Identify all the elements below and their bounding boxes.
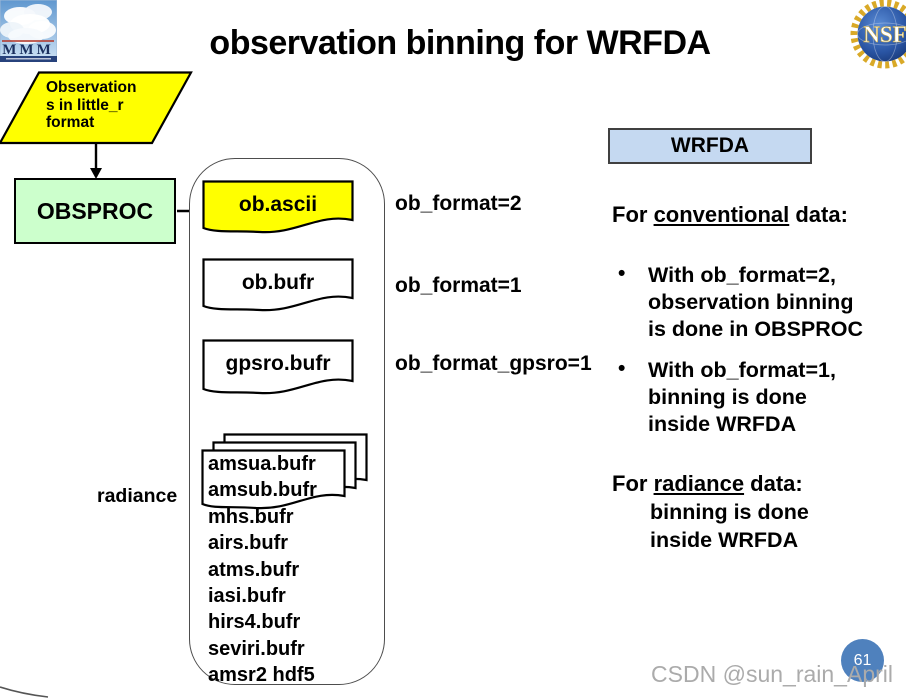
nsf-logo: NSF — [849, 0, 906, 75]
tag-ob-format-gpsro: ob_format_gpsro=1 — [395, 352, 592, 375]
radiance-heading-pre: For — [612, 471, 654, 496]
page-number-badge: 61 — [841, 639, 884, 682]
radiance-label: radiance — [97, 485, 178, 507]
corner-arc-decoration — [0, 686, 49, 698]
mmm-logo-graphic: MMM — [0, 0, 58, 63]
radiance-heading-post: data: — [744, 471, 803, 496]
arrow-down-icon — [90, 143, 102, 179]
svg-text:MMM: MMM — [2, 42, 53, 58]
bullet-icon: • — [618, 357, 626, 380]
conventional-heading-pre: For — [612, 202, 654, 227]
radiance-heading: For radiance data: — [612, 471, 803, 497]
radiance-file-list: amsua.bufr amsub.bufr mhs.bufr airs.bufr… — [208, 453, 317, 687]
radiance-heading-underlined: radiance — [653, 471, 745, 496]
nsf-logo-graphic: NSF — [850, 0, 906, 69]
radiance-note: binning is done inside WRFDA — [650, 500, 809, 552]
bullet-ob-format-2-text: With ob_format=2, observation binning is… — [648, 263, 864, 341]
page-title: observation binning for WRFDA — [209, 24, 711, 62]
bullet-ob-format-1-text: With ob_format=1, binning is done inside… — [648, 358, 836, 436]
wrfda-box: WRFDA — [608, 128, 812, 164]
bullet-ob-format-2: • With ob_format=2, observation binning … — [618, 262, 878, 343]
doc-gpsro-bufr — [202, 339, 354, 395]
doc-gpsro-bufr-label: gpsro.bufr — [225, 352, 331, 375]
input-parallelogram-label: Observation s in little_r format — [46, 79, 137, 131]
bullet-ob-format-1: • With ob_format=1, binning is done insi… — [618, 357, 878, 438]
mmm-lab-logo: MMM — [0, 0, 58, 67]
doc-ob-bufr-label: ob.bufr — [241, 271, 315, 294]
doc-stack-front — [201, 449, 346, 510]
watermark: CSDN @sun_rain_April — [651, 661, 893, 687]
doc-ob-bufr — [202, 258, 354, 312]
file-group-container — [189, 158, 385, 685]
input-parallelogram — [0, 71, 193, 145]
doc-ob-ascii-label: ob.ascii — [238, 193, 318, 216]
bullet-icon: • — [618, 262, 626, 285]
doc-ob-ascii — [202, 180, 354, 234]
tag-ob-format-2: ob_format=2 — [395, 192, 522, 215]
conventional-heading: For conventional data: — [612, 202, 848, 228]
obsproc-box: OBSPROC — [14, 178, 176, 244]
conventional-heading-post: data: — [789, 202, 848, 227]
tag-ob-format-1: ob_format=1 — [395, 274, 522, 297]
svg-text:NSF: NSF — [863, 22, 906, 47]
conventional-heading-underlined: conventional — [653, 202, 790, 227]
